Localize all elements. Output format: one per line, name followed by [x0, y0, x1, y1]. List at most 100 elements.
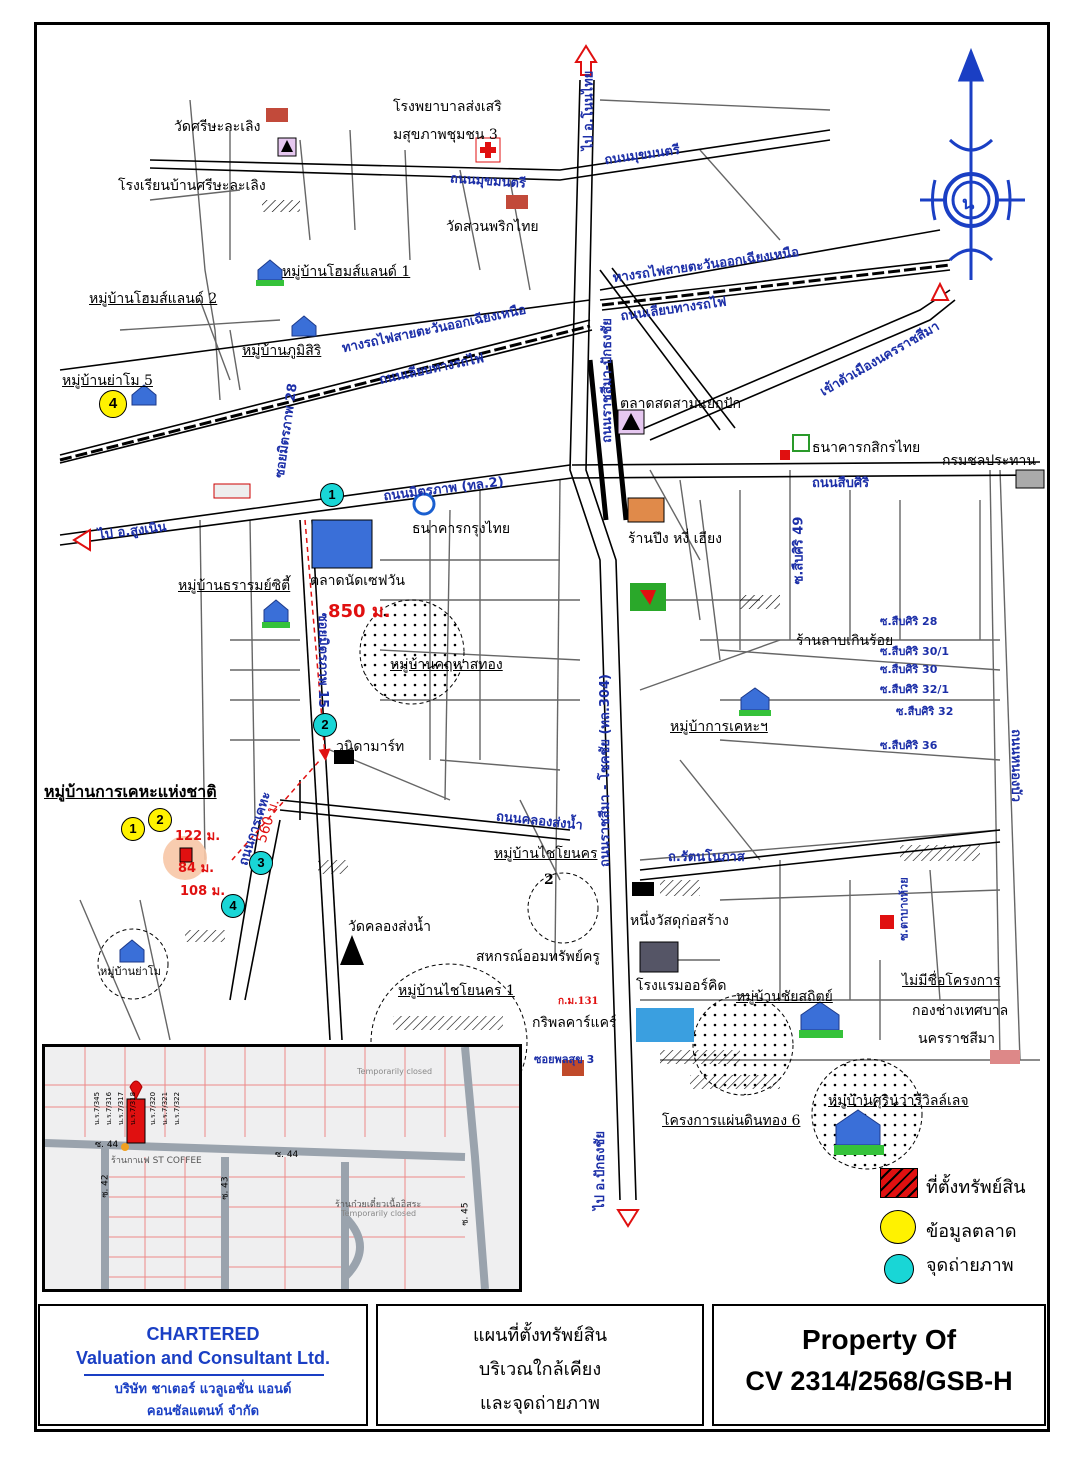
label-chaiyo-nakhon-1: หมู่บ้านไชโยนคร 1: [398, 983, 515, 999]
label-kheha-national: หมู่บ้านการเคหะแห่งชาติ: [44, 782, 217, 801]
inset-plot-0: น.ร.7/345: [93, 1091, 102, 1126]
inset-plot-1: น.ร.7/316: [105, 1091, 114, 1126]
legend-market-swatch: [880, 1210, 916, 1244]
footer: CHARTERED Valuation and Consultant Ltd. …: [34, 1300, 1050, 1432]
label-phu-siri: หมู่บ้านภูมิสิริ: [242, 343, 322, 359]
market-point-1[interactable]: 1: [121, 817, 145, 841]
label-municipal-2: นครราชสีมา: [918, 1031, 995, 1047]
footer-property: Property Of CV 2314/2568/GSB-H: [712, 1304, 1046, 1426]
road-soi-30-1: ซ.สืบศิริ 30/1: [880, 645, 950, 658]
company-name-en-1: CHARTERED: [146, 1324, 260, 1344]
inset-plot-2: น.ร.7/317: [117, 1091, 126, 1126]
label-wat-sri-sa-loeng: วัดศรีษะละเลิง: [174, 119, 261, 135]
market-point-2[interactable]: 2: [148, 808, 172, 832]
photo-point-4[interactable]: 4: [221, 894, 245, 918]
photo-point-3[interactable]: 3: [249, 851, 273, 875]
inset-soi-44-a: ซ. 44: [95, 1140, 119, 1150]
inset-plot-4: น.ร.7/320: [149, 1091, 158, 1126]
footer-company: CHARTERED Valuation and Consultant Ltd. …: [38, 1304, 368, 1426]
inset-closed: Temporarily closed: [341, 1209, 417, 1218]
label-market-sam-yaek: ตลาดสดสามแยกปัก: [620, 396, 741, 412]
legend-property: ที่ตั้งทรัพย์สิน: [926, 1177, 1026, 1198]
label-sirinwari: หมู่บ้านศุรินวารีวิลล์เลจ: [828, 1093, 969, 1109]
road-highway-304: ถนนราชสีมา - โชคชัย (ทล.304): [597, 674, 613, 867]
legend-property-swatch: [880, 1168, 918, 1198]
company-divider: [84, 1374, 324, 1376]
company-name-th-1: บริษัท ชาเตอร์ แวลูเอชั่น แอนด์: [114, 1382, 292, 1397]
compass-letter: น: [962, 193, 975, 214]
distance-84: 84 ม.: [178, 861, 215, 876]
label-safe-market: ตลาดนัดเซฟวัน: [310, 573, 405, 589]
label-ya-mo: หมู่บ้านย่าโม: [100, 965, 161, 978]
inset-soi-42: ซ. 42: [100, 1174, 111, 1198]
label-kharuehat-thong: หมู่บ้านคฤหาสทอง: [390, 657, 503, 673]
label-wat-suan-prik-thai: วัดสวนพริกไทย: [446, 219, 539, 235]
label-lan-lao: ร้านลาบเกินร้อย: [796, 633, 894, 649]
road-soi-36: ซ.สืบศิริ 36: [880, 739, 938, 752]
map-frame: [34, 22, 1050, 1432]
road-soi-28: ซ.สืบศิริ 28: [880, 615, 938, 628]
label-pung-hi-iang: ร้านปึง หงี่ เฮียง: [628, 531, 723, 547]
road-to-pak-thong-chai: ไป อ.ปักธงชัย: [592, 1131, 608, 1210]
label-hospital: โรงพยาบาลส่งเสริ: [393, 99, 502, 115]
bank-icon: [412, 434, 1045, 516]
property-location: [179, 847, 193, 863]
property-of: Property Of: [801, 1324, 957, 1355]
road-to-nong-khai: ไป อ.โนนไทย: [581, 70, 597, 151]
legend-photo-swatch: [884, 1254, 914, 1284]
property-code: CV 2314/2568/GSB-H: [745, 1366, 1013, 1396]
label-chai-sit: หมู่บ้านชัยสถิตย์: [736, 989, 833, 1005]
label-no-project: ไม่มีชื่อโครงการ: [902, 973, 1001, 989]
distance-108: 108 ม.: [180, 884, 226, 899]
label-thara-city: หมู่บ้านธรารมย์ซิตี้: [178, 578, 291, 594]
label-chaiyo-nakhon: หมู่บ้านไชโยนคร: [494, 846, 598, 862]
label-irrigation: กรมชลประทาน: [942, 453, 1036, 469]
label-municipal: กองช่างเทศบาล: [912, 1003, 1009, 1019]
label-school: โรงเรียนบ้านศรีษะละเลิง: [118, 178, 266, 194]
zone-label-2: 2: [544, 872, 554, 888]
inset-plot-3: น.ร.7/318: [129, 1091, 138, 1126]
distance-122: 122 ม.: [175, 829, 221, 844]
legend-photo: จุดถ่ายภาพ: [926, 1255, 1014, 1276]
compass-icon: [920, 47, 1025, 280]
label-coop: สหกรณ์ออมทรัพย์ครู: [476, 949, 600, 965]
label-kheha-1: หมู่บ้าการเคหะฯ: [670, 719, 768, 735]
road-soi-49: ซ.สืบศิริ 49: [791, 516, 807, 585]
company-name-en-2: Valuation and Consultant Ltd.: [76, 1348, 330, 1368]
inset-closed-2: Temporarily closed: [357, 1067, 433, 1076]
map-title-1: แผนที่ตั้งทรัพย์สิน: [472, 1325, 608, 1346]
road-soi-phon-sook-3: ซอยพลสุข 3: [534, 1053, 595, 1066]
label-kasikorn: ธนาคารกสิกรไทย: [812, 440, 921, 456]
inset-soi-44-b: ซ. 44: [275, 1150, 299, 1160]
label-phaen-din-thong: โครงการแผ่นดินทอง 6: [662, 1113, 801, 1129]
legend-market: ข้อมูลตลาด: [926, 1221, 1017, 1242]
label-km-131: ก.ม.131: [558, 996, 599, 1007]
label-home-land-2: หมู่บ้านโฮมส์แลนด์ 2: [89, 291, 218, 307]
direction-arrows: [72, 44, 950, 1228]
label-hospital-2: มสุขภาพชุมชน 3: [393, 127, 498, 143]
road-soi-30: ซ.สืบศิริ 30: [880, 663, 938, 676]
label-kripol-car: กริพลคาร์แคร์: [532, 1015, 617, 1031]
temple-icon: [266, 108, 645, 965]
map-title-2: บริเวณใกล้เคียง: [478, 1359, 602, 1380]
label-home-land-1: หมู่บ้านโฮมส์แลนด์ 1: [282, 264, 411, 280]
photo-point-2[interactable]: 2: [313, 713, 337, 737]
road-soi-32: ซ.สืบศิริ 32: [896, 705, 954, 718]
road-suep-siri: ถนนสืบศิริ: [812, 476, 870, 491]
road-soi-mittraphap-15: ซอยมิตรภาพ 15: [315, 612, 331, 709]
label-krungthai: ธนาคารกรุงไทย: [412, 521, 511, 537]
label-wat-khlong: วัดคลองส่งน้ำ: [348, 919, 431, 935]
inset-plot-6: น.ร.7/322: [173, 1091, 182, 1126]
label-nueng-wat: หนึ่งวัสดุก่อสร้าง: [630, 913, 729, 929]
hospital-icon: [475, 137, 501, 163]
footer-title: แผนที่ตั้งทรัพย์สิน บริเวณใกล้เคียง และจ…: [376, 1304, 704, 1426]
inset-map: ซ. 44 ซ. 44 ซ. 42 ซ. 43 ซ. 45 ร้านกาแฟ S…: [42, 1044, 522, 1292]
road-nong-bua: ถนนหนองบัว: [1007, 729, 1023, 802]
photo-point-1[interactable]: 1: [320, 483, 344, 507]
house-icon: [119, 259, 881, 1146]
inset-shop-noodle: ร้านก๋วยเตี๋ยวเนื้ออิสระ: [335, 1200, 422, 1210]
road-soi-32-1: ซ.สืบศิริ 32/1: [880, 683, 950, 696]
road-rattana-phat: ถ.รัตนโนภาส: [668, 850, 745, 865]
market-point-4[interactable]: 4: [99, 390, 127, 418]
